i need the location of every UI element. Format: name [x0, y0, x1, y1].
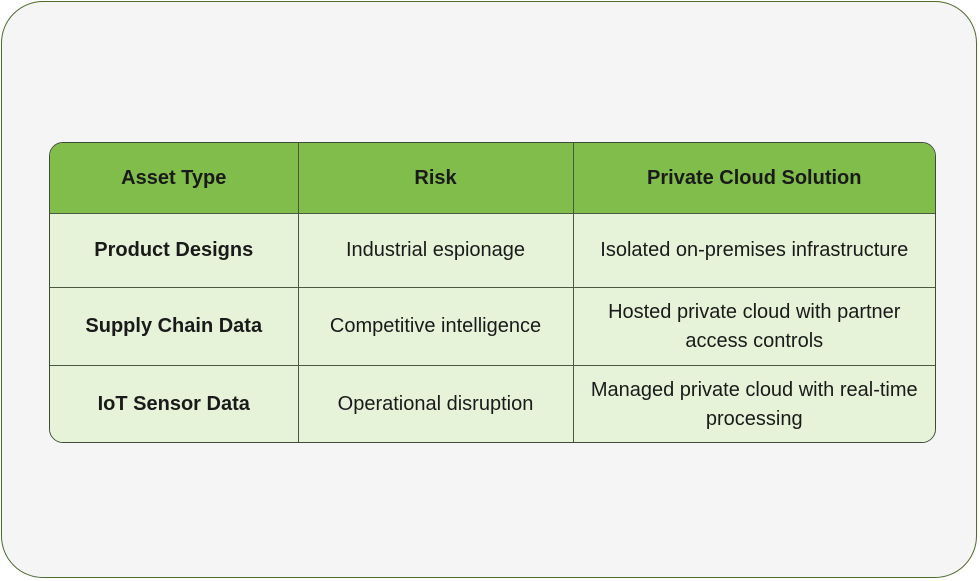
solution-cell: Isolated on-premises infrastructure: [573, 213, 935, 288]
solution-cell: Managed private cloud with real-time pro…: [573, 365, 935, 442]
asset-type-cell: Product Designs: [50, 213, 299, 288]
header-risk: Risk: [298, 143, 574, 214]
asset-type-cell: IoT Sensor Data: [50, 365, 299, 442]
table-row: Supply Chain Data Competitive intelligen…: [50, 287, 935, 366]
asset-type-cell: Supply Chain Data: [50, 287, 299, 366]
table-row: IoT Sensor Data Operational disruption M…: [50, 365, 935, 442]
solution-cell: Hosted private cloud with partner access…: [573, 287, 935, 366]
risk-cell: Competitive intelligence: [298, 287, 574, 366]
table-wrapper: Asset Type Risk Private Cloud Solution P…: [49, 142, 936, 443]
table-row: Product Designs Industrial espionage Iso…: [50, 213, 935, 288]
risk-cell: Operational disruption: [298, 365, 574, 442]
risk-cell: Industrial espionage: [298, 213, 574, 288]
header-private-cloud-solution: Private Cloud Solution: [573, 143, 935, 214]
header-asset-type: Asset Type: [50, 143, 299, 214]
table-header-row: Asset Type Risk Private Cloud Solution: [50, 143, 935, 214]
asset-risk-table: Asset Type Risk Private Cloud Solution P…: [50, 143, 935, 442]
